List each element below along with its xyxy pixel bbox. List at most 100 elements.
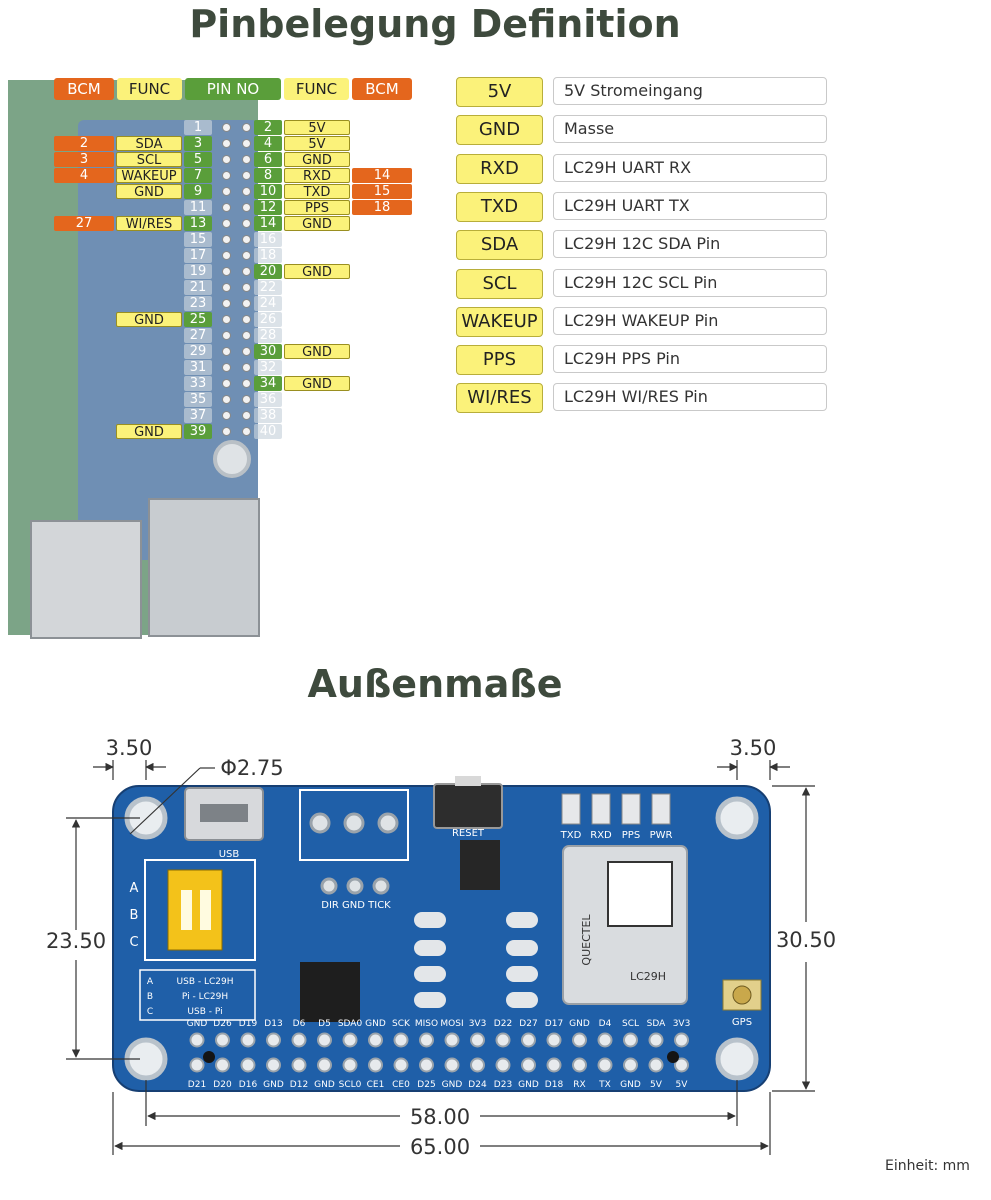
pin-func-5: SCL	[116, 152, 182, 168]
pin-number-19: 19	[184, 264, 212, 279]
header-pin-dot	[242, 251, 251, 260]
header-pin-dot	[242, 203, 251, 212]
gpio-label-top: D19	[239, 1019, 258, 1029]
gpio-hole	[342, 1057, 358, 1073]
header-pin-dot	[242, 283, 251, 292]
header-pin-dot	[222, 251, 231, 260]
gpio-hole	[648, 1057, 664, 1073]
pin-number-24: 24	[254, 296, 282, 311]
switch-table-key-b: B	[147, 992, 153, 1002]
gpio-hole	[623, 1057, 638, 1073]
header-pin-dot	[222, 411, 231, 420]
header-pin-no: PIN NO	[185, 78, 281, 100]
gpio-hole	[521, 1057, 536, 1073]
usb-port-image	[30, 520, 142, 639]
gpio-label-bottom: GND	[518, 1080, 539, 1090]
legend-key: WAKEUP	[456, 306, 543, 337]
header-pin-dot	[222, 299, 231, 308]
pin-number-36: 36	[254, 392, 282, 407]
reset-label: RESET	[452, 828, 485, 839]
dim-width: 65.00	[410, 1135, 470, 1159]
header-pin-dot	[242, 155, 251, 164]
hole-bottom-right	[715, 1037, 759, 1081]
gpio-hole	[393, 1032, 409, 1048]
header-pin-dot	[242, 123, 251, 132]
dim-hole-diameter: Φ2.75	[220, 756, 283, 780]
pin-func-2: 5V	[284, 120, 350, 136]
pin-func-8: RXD	[284, 168, 350, 184]
pin-number-22: 22	[254, 280, 282, 295]
header-pin-dot	[242, 187, 251, 196]
switch-table-key-a: A	[147, 977, 154, 987]
switch-table-val-b: Pi - LC29H	[182, 992, 228, 1002]
header-func-left: FUNC	[117, 78, 182, 100]
header-pin-dot	[222, 123, 231, 132]
gpio-label-bottom: GND	[263, 1080, 284, 1090]
gpio-hole	[266, 1057, 281, 1073]
header-pin-dot	[222, 171, 231, 180]
header-func-right: FUNC	[284, 78, 349, 100]
gpio-label-bottom: D23	[494, 1080, 512, 1090]
unit-note: Einheit: mm	[885, 1158, 970, 1174]
board-dimension-drawing: USB RESET TXD RXD PPS PWR DIR GND TICK G…	[46, 736, 836, 1159]
header-pin-dot	[242, 395, 251, 404]
pin-number-29: 29	[184, 344, 212, 359]
gpio-label-bottom: GND	[442, 1080, 463, 1090]
switch-table-val-a: USB - LC29H	[177, 977, 234, 987]
pin-number-34: 34	[254, 376, 282, 391]
header-pin-dot	[242, 331, 251, 340]
gpio-hole	[572, 1057, 587, 1073]
pin-number-35: 35	[184, 392, 212, 407]
switch-table-key-c: C	[147, 1007, 153, 1017]
dimensions-title: Außenmaße	[307, 662, 563, 706]
header-pin-dot	[222, 347, 231, 356]
gpio-hole	[240, 1032, 256, 1048]
gpio-hole	[444, 1057, 460, 1073]
pin-func-30: GND	[284, 344, 350, 360]
pin-bcm-13: 27	[54, 216, 114, 231]
gpio-label-bottom: D25	[417, 1080, 435, 1090]
pin-number-12: 12	[254, 200, 282, 215]
gpio-hole	[674, 1057, 689, 1073]
header-bcm-left: BCM	[54, 78, 114, 100]
pin-number-40: 40	[254, 424, 282, 439]
header-pin-dot	[242, 299, 251, 308]
header-pin-dot	[242, 139, 251, 148]
gpio-label-top: D4	[599, 1019, 612, 1029]
module-model-label: LC29H	[630, 970, 666, 983]
gpio-hole	[546, 1032, 562, 1048]
gpio-hole	[419, 1032, 434, 1048]
usb-uart-chip	[300, 962, 360, 1022]
pin-number-31: 31	[184, 360, 212, 375]
gpio-label-bottom: D18	[545, 1080, 564, 1090]
pin-number-14: 14	[254, 216, 282, 231]
pin-func-9: GND	[116, 184, 182, 200]
gpio-hole	[291, 1057, 307, 1073]
gpio-label-top: MOSI	[440, 1019, 463, 1029]
header-pin-dot	[242, 267, 251, 276]
gpio-label-top: SCL	[622, 1019, 639, 1029]
pin-number-15: 15	[184, 232, 212, 247]
legend-desc: LC29H 12C SCL Pin	[553, 268, 827, 297]
gps-label: GPS	[732, 1017, 752, 1028]
pin-func-25: GND	[116, 312, 182, 328]
pin-func-20: GND	[284, 264, 350, 280]
pin-number-3: 3	[184, 136, 212, 151]
pin-number-2: 2	[254, 120, 282, 135]
gpio-label-bottom: CE0	[392, 1080, 410, 1090]
legend-desc: LC29H WI/RES Pin	[553, 383, 827, 412]
pin-number-13: 13	[184, 216, 212, 231]
legend-desc: LC29H UART RX	[553, 153, 827, 182]
legend-key: WI/RES	[456, 383, 543, 414]
mode-switch-outline	[144, 859, 256, 961]
legend-key: GND	[456, 115, 543, 146]
gpio-hole	[623, 1032, 638, 1048]
gpio-label-top: D22	[494, 1019, 512, 1029]
led-label-pwr: PWR	[650, 830, 673, 841]
header-pin-dot	[222, 315, 231, 324]
gpio-label-top: D6	[293, 1019, 306, 1029]
usb-label: USB	[219, 849, 240, 860]
gpio-label-bottom: D20	[213, 1080, 232, 1090]
pin-number-5: 5	[184, 152, 212, 167]
